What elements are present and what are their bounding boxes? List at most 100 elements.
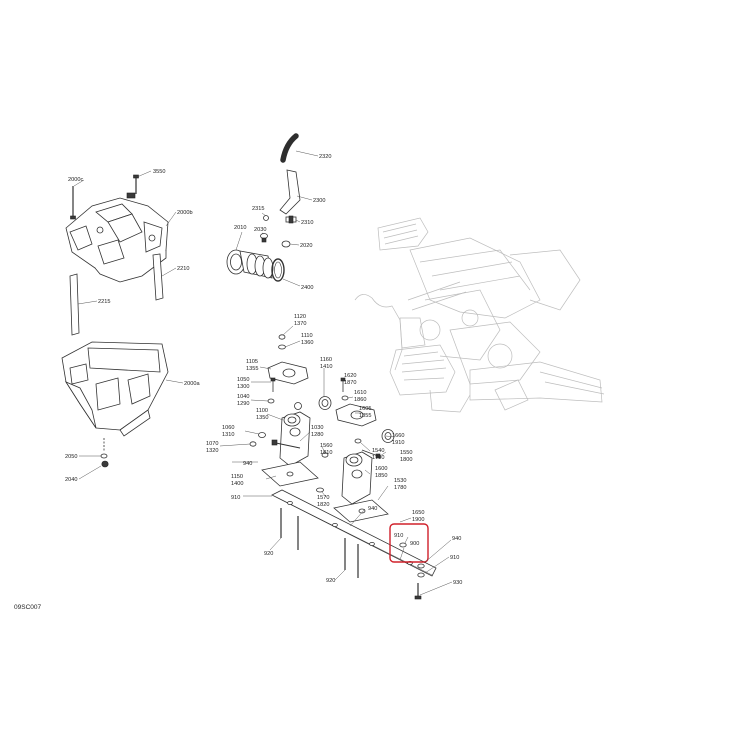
label-1040: 1040: [237, 394, 249, 400]
label-1605: 1605: [359, 406, 371, 412]
bolt-1620: [340, 377, 346, 392]
label-910-left: 910: [231, 495, 240, 501]
washer-1060: [258, 432, 266, 438]
leader-lines: [73, 150, 453, 596]
label-1530: 1530: [394, 478, 406, 484]
label-1790: 1790: [372, 455, 384, 461]
label-1650: 1650: [412, 510, 424, 516]
label-1150: 1150: [231, 474, 243, 480]
bolt-930: [414, 583, 422, 600]
label-920-mid: 920: [326, 578, 335, 584]
label-1855: 1855: [359, 413, 371, 419]
clamp-2400: [271, 258, 285, 282]
label-1660: 1660: [392, 433, 404, 439]
label-1570: 1570: [317, 495, 329, 501]
label-920-left: 920: [264, 551, 273, 557]
label-1870: 1870: [344, 380, 356, 386]
label-1050: 1050: [237, 377, 249, 383]
label-1810: 1810: [320, 450, 332, 456]
label-940-right: 940: [452, 536, 461, 542]
label-2050: 2050: [65, 454, 77, 460]
highlight-box: [389, 523, 429, 563]
washer-1610: [341, 395, 349, 401]
label-1100: 1100: [256, 408, 268, 414]
bolt-1050: [270, 377, 276, 392]
label-1290: 1290: [237, 401, 249, 407]
label-1900: 1900: [412, 517, 424, 523]
label-1370: 1370: [294, 321, 306, 327]
label-1310: 1310: [222, 432, 234, 438]
label-1550: 1550: [400, 450, 412, 456]
label-1910: 1910: [392, 440, 404, 446]
label-2310: 2310: [301, 220, 313, 226]
label-1600: 1600: [375, 466, 387, 472]
nut-1560: [321, 452, 329, 458]
label-1850: 1850: [375, 473, 387, 479]
label-2400: 2400: [301, 285, 313, 291]
label-1800: 1800: [400, 457, 412, 463]
hose-2320: [280, 133, 299, 163]
label-2210: 2210: [177, 266, 189, 272]
label-1560: 1560: [320, 443, 332, 449]
label-2215: 2215: [98, 299, 110, 305]
screw-2000c: [70, 186, 76, 220]
nut-1120: [278, 334, 286, 340]
adapter-2010: [226, 249, 274, 279]
label-1030: 1030: [311, 425, 323, 431]
label-2300: 2300: [313, 198, 325, 204]
label-2315: 2315: [252, 206, 264, 212]
engine-ghost-outline: [354, 217, 605, 413]
label-2000a: 2000a: [184, 381, 200, 387]
airbox-cover-2000b: [65, 192, 169, 283]
label-2010: 2010: [234, 225, 246, 231]
mount-bracket-1600: [341, 451, 373, 505]
strap-2210: [152, 253, 164, 301]
label-1540: 1540: [372, 448, 384, 454]
tube-2300: [279, 169, 301, 215]
screw-3550: [133, 174, 139, 194]
mount-bracket-1100: [279, 402, 311, 467]
label-1160: 1160: [320, 357, 332, 363]
label-1780: 1780: [394, 485, 406, 491]
clamp-2315: [263, 215, 269, 221]
washer-910-center: [399, 542, 407, 548]
label-1400: 1400: [231, 481, 243, 487]
label-1280: 1280: [311, 432, 323, 438]
label-1300: 1300: [237, 384, 249, 390]
label-2000b: 2000b: [177, 210, 193, 216]
nut-1070: [249, 441, 257, 447]
label-2320: 2320: [319, 154, 331, 160]
grommet-2050: [100, 438, 108, 459]
bolts-920: [280, 508, 359, 578]
label-1355: 1355: [246, 366, 258, 372]
label-1610: 1610: [354, 390, 366, 396]
label-1105: 1105: [246, 359, 258, 365]
label-1860: 1860: [354, 397, 366, 403]
fitting-2020: [281, 240, 291, 248]
washer-1570: [316, 487, 324, 493]
label-940-mid: 940: [368, 506, 377, 512]
washer-1110: [278, 344, 286, 350]
part-labels: 3550 2000c 2000b 2210 2215 2000a 2050 20…: [65, 154, 462, 586]
label-900: 900: [410, 541, 419, 547]
washer-940-lower: [417, 563, 425, 569]
label-910-center: 910: [394, 533, 403, 539]
label-2020: 2020: [300, 243, 312, 249]
washer-1040: [267, 398, 275, 404]
label-2030: 2030: [254, 227, 266, 233]
label-1620: 1620: [344, 373, 356, 379]
label-1360: 1360: [301, 340, 313, 346]
washer-1540: [354, 438, 362, 444]
label-1110: 1110: [301, 333, 313, 339]
label-940-left: 940: [243, 461, 252, 467]
airbox-base-2000a: [61, 341, 169, 437]
strap-2215: [69, 273, 80, 336]
figure-code: 09SC007: [14, 604, 41, 611]
label-910-right: 910: [450, 555, 459, 561]
label-2000c: 2000c: [68, 177, 83, 183]
label-3550: 3550: [153, 169, 165, 175]
label-1350: 1350: [256, 415, 268, 421]
fitting-2310: [285, 215, 297, 224]
label-930: 930: [453, 580, 462, 586]
